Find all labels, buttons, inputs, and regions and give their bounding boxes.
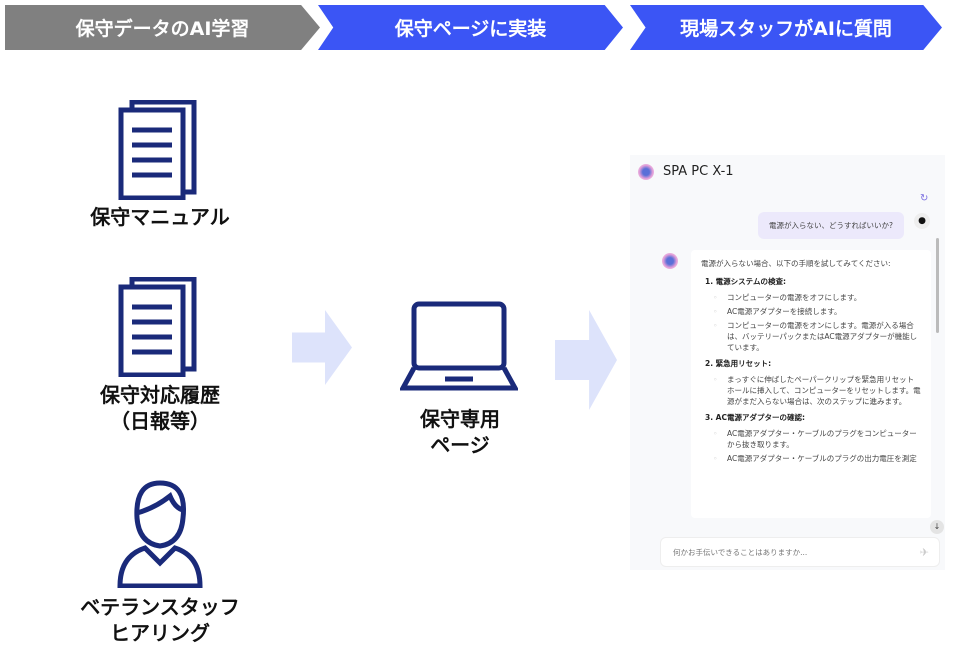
send-icon[interactable]: ✈ — [919, 545, 929, 559]
chat-window: SPA PC X-1 ↻ 電源が入らない、どうすればいいか? ● 電源が入らない… — [630, 155, 945, 570]
user-avatar-icon: ● — [914, 213, 930, 229]
chat-input-placeholder: 何かお手伝いできることはありますか... — [673, 547, 808, 557]
document-icon — [118, 100, 197, 200]
reply-section-heading: 2. 緊急用リセット: — [705, 359, 772, 368]
label-veteran-line1: ベテランスタッフ — [80, 595, 240, 619]
label-history-line1: 保守対応履歴 — [100, 383, 220, 407]
label-page: 保守専用ページ — [380, 406, 540, 458]
label-history: 保守対応履歴（日報等） — [60, 382, 260, 434]
step-staff-ask-ai: 現場スタッフがAIに質問 — [630, 5, 942, 50]
reply-item: AC電源アダプター・ケーブルのプラグの出力電圧を測定 — [713, 453, 921, 464]
label-history-line2: （日報等） — [110, 409, 210, 433]
refresh-icon[interactable]: ↻ — [920, 193, 929, 204]
scroll-down-button[interactable]: ↓ — [930, 520, 944, 534]
arrow-right-icon — [555, 310, 617, 410]
reply-section-heading: 3. AC電源アダプターの確認: — [705, 413, 805, 422]
app-logo-icon — [638, 164, 654, 180]
label-veteran-line2: ヒアリング — [110, 621, 210, 645]
step-implement-page: 保守ページに実装 — [318, 5, 623, 50]
reply-intro: 電源が入らない場合、以下の手順を試してみてください: — [701, 259, 891, 268]
step-ai-learning: 保守データのAI学習 — [5, 5, 320, 50]
documents-icon — [118, 277, 197, 377]
reply-section-heading: 1. 電源システムの検査: — [705, 277, 786, 286]
chat-title: SPA PC X-1 — [663, 164, 734, 179]
user-message: 電源が入らない、どうすればいいか? — [758, 212, 904, 239]
label-manual: 保守マニュアル — [90, 205, 230, 229]
label-veteran: ベテランスタッフヒアリング — [50, 594, 270, 646]
reply-item: コンピューターの電源をオフにします。 — [713, 292, 921, 303]
reply-item: コンピューターの電源をオンにします。電源が入る場合は、バッテリーパックまたはAC… — [713, 320, 921, 353]
person-icon — [117, 480, 203, 588]
bot-avatar-icon — [662, 253, 678, 269]
bot-reply: 電源が入らない場合、以下の手順を試してみてください: 1. 電源システムの検査:… — [691, 250, 931, 518]
arrow-right-icon — [292, 310, 352, 385]
chat-input[interactable]: 何かお手伝いできることはありますか... ✈ — [660, 537, 940, 567]
laptop-icon — [400, 301, 518, 391]
label-page-line1: 保守専用 — [420, 407, 500, 431]
reply-item: まっすぐに伸ばしたペーパークリップを緊急用リセットホールに挿入して、コンピュータ… — [713, 374, 921, 407]
reply-item: AC電源アダプター・ケーブルのプラグをコンピューターから抜き取ります。 — [713, 428, 921, 450]
reply-item: AC電源アダプターを接続します。 — [713, 306, 921, 317]
scrollbar[interactable] — [936, 238, 939, 333]
label-page-line2: ページ — [430, 433, 490, 457]
